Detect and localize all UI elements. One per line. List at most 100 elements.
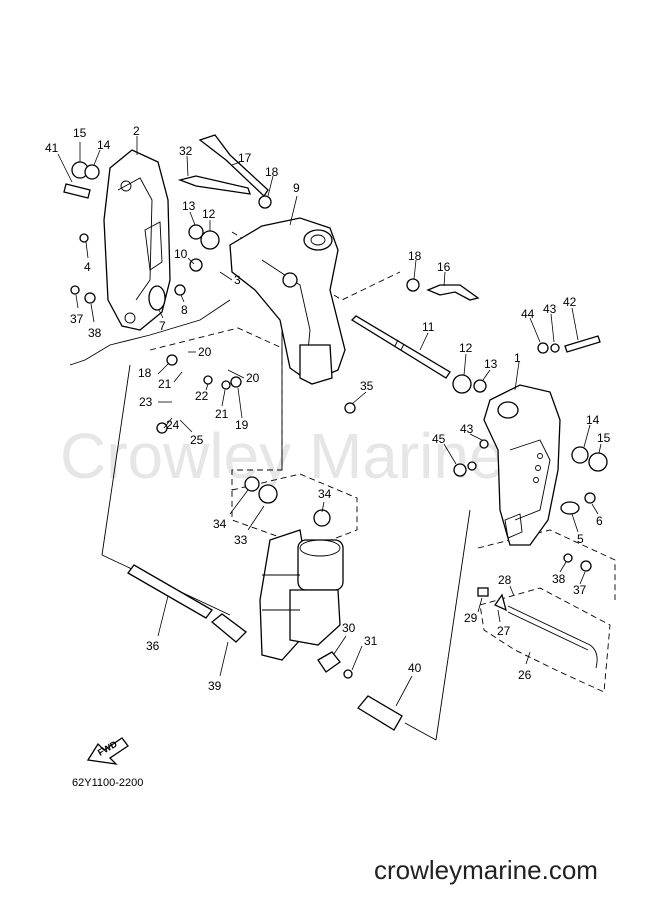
- svg-text:14: 14: [586, 413, 600, 427]
- callout-41: 41: [45, 141, 73, 183]
- svg-text:20: 20: [246, 371, 260, 385]
- diagram-code: 62Y1100-2200: [72, 777, 143, 789]
- svg-text:43: 43: [460, 422, 474, 436]
- callouts: 1 2 3 4 5 6 7 8 9 10 11 12 12 13 13 14 1…: [45, 124, 611, 707]
- callout-30: 30: [333, 621, 356, 655]
- svg-text:31: 31: [364, 634, 378, 648]
- tilt-rod-assembly: [477, 587, 598, 669]
- svg-text:38: 38: [552, 572, 566, 586]
- svg-text:7: 7: [159, 319, 166, 333]
- callout-18c: 18: [138, 363, 169, 380]
- callout-29: 29: [464, 597, 483, 625]
- svg-text:44: 44: [521, 307, 535, 321]
- svg-text:18: 18: [265, 165, 279, 179]
- svg-text:2: 2: [133, 124, 140, 138]
- footer-url: crowleymarine.com: [374, 855, 598, 885]
- callout-2: 2: [133, 124, 140, 155]
- left-clamp-bracket: [69, 149, 231, 366]
- svg-text:15: 15: [597, 431, 611, 445]
- svg-text:9: 9: [293, 181, 300, 195]
- svg-text:34: 34: [213, 517, 227, 531]
- callout-33: 33: [234, 505, 265, 547]
- svg-text:15: 15: [73, 126, 87, 140]
- svg-text:27: 27: [497, 624, 511, 638]
- svg-text:40: 40: [408, 661, 422, 675]
- callout-24: 24: [163, 417, 180, 432]
- callout-7: 7: [158, 309, 166, 333]
- callout-40: 40: [395, 661, 422, 707]
- svg-text:30: 30: [342, 621, 356, 635]
- callout-12b: 12: [459, 341, 473, 376]
- callout-18b: 18: [408, 249, 422, 280]
- svg-text:33: 33: [234, 533, 248, 547]
- svg-text:37: 37: [573, 583, 587, 597]
- svg-text:18: 18: [138, 366, 152, 380]
- callout-9: 9: [289, 181, 300, 226]
- svg-text:16: 16: [437, 260, 451, 274]
- svg-text:43: 43: [543, 302, 557, 316]
- svg-text:3: 3: [234, 273, 241, 287]
- callout-16: 16: [437, 260, 451, 287]
- callout-20a: 20: [188, 345, 212, 359]
- svg-text:8: 8: [181, 303, 188, 317]
- callout-11: 11: [419, 320, 435, 351]
- svg-text:1: 1: [514, 351, 521, 365]
- callout-17: 17: [231, 151, 252, 166]
- svg-text:24: 24: [166, 418, 180, 432]
- callout-43b: 43: [460, 422, 483, 441]
- callout-27: 27: [497, 609, 511, 638]
- svg-text:12: 12: [459, 341, 473, 355]
- svg-text:12: 12: [202, 207, 216, 221]
- callout-44: 44: [521, 307, 541, 343]
- rods: [127, 564, 403, 731]
- callout-37a: 37: [70, 294, 84, 326]
- forward-arrow: FWD: [86, 737, 129, 765]
- callout-8: 8: [180, 294, 188, 317]
- power-trim-unit: [259, 529, 344, 661]
- svg-text:41: 41: [45, 141, 59, 155]
- svg-text:26: 26: [518, 668, 532, 682]
- callout-42: 42: [563, 295, 579, 341]
- svg-text:13: 13: [182, 199, 196, 213]
- svg-text:36: 36: [146, 639, 160, 653]
- svg-text:45: 45: [432, 432, 446, 446]
- svg-text:23: 23: [139, 395, 153, 409]
- swivel-bracket: [229, 217, 346, 385]
- callout-19: 19: [235, 387, 249, 432]
- svg-text:11: 11: [422, 320, 435, 334]
- callout-15b: 15: [597, 431, 611, 454]
- callout-4: 4: [84, 241, 91, 274]
- callout-35: 35: [351, 379, 374, 405]
- callout-15a: 15: [73, 126, 87, 162]
- callout-36: 36: [146, 595, 169, 653]
- svg-text:37: 37: [70, 312, 84, 326]
- callout-43a: 43: [543, 302, 557, 343]
- svg-text:6: 6: [596, 514, 603, 528]
- callout-13a: 13: [182, 199, 196, 226]
- callout-6: 6: [591, 503, 603, 528]
- callout-14b: 14: [583, 413, 600, 448]
- callout-38a: 38: [88, 303, 102, 340]
- svg-text:28: 28: [498, 573, 512, 587]
- svg-text:20: 20: [198, 345, 212, 359]
- callout-25: 25: [179, 419, 204, 447]
- svg-text:22: 22: [195, 389, 209, 403]
- callout-32: 32: [179, 144, 193, 177]
- svg-text:4: 4: [84, 260, 91, 274]
- callout-3: 3: [219, 271, 241, 287]
- callout-20b: 20: [227, 369, 260, 385]
- callout-10: 10: [174, 247, 195, 265]
- callout-28: 28: [498, 573, 515, 597]
- callout-26: 26: [518, 651, 532, 682]
- callout-18a: 18: [265, 165, 279, 197]
- callout-1: 1: [514, 351, 521, 391]
- callout-13b: 13: [482, 357, 498, 381]
- callout-12a: 12: [202, 207, 216, 231]
- callout-38b: 38: [552, 561, 567, 586]
- callout-5: 5: [571, 513, 584, 546]
- callout-22: 22: [195, 383, 209, 403]
- svg-text:10: 10: [174, 247, 188, 261]
- callout-34b: 34: [318, 487, 332, 513]
- right-clamp-bracket: [483, 384, 561, 546]
